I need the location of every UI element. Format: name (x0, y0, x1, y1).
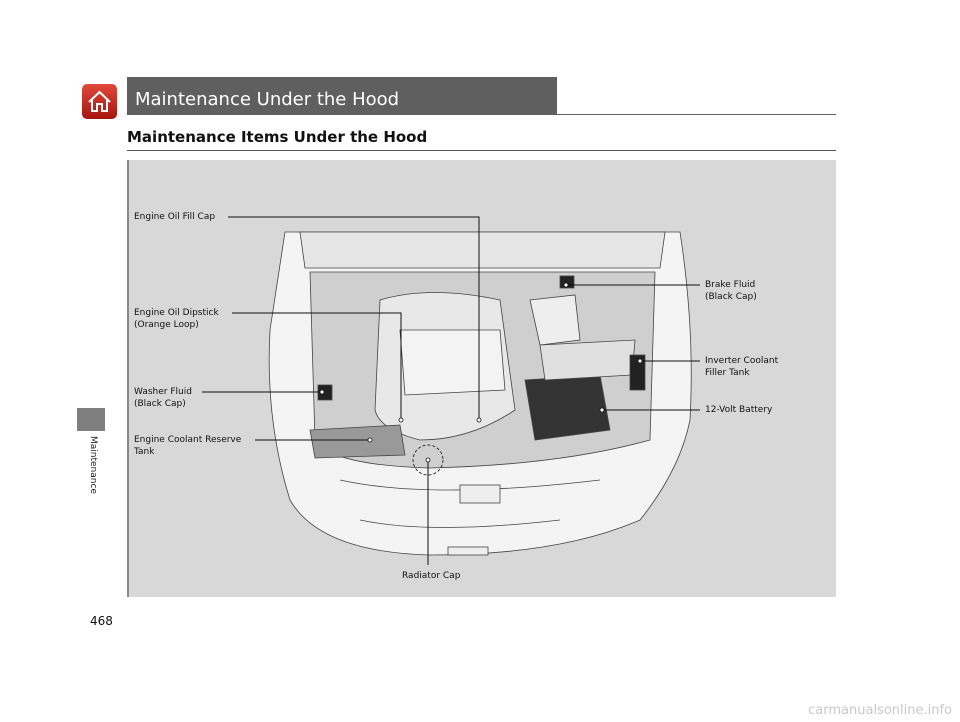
header-rule (127, 114, 836, 115)
label-inverter-coolant: Inverter Coolant Filler Tank (705, 356, 779, 378)
label-12-volt-battery: 12-Volt Battery (705, 405, 773, 415)
label-engine-coolant-reserve: Engine Coolant Reserve Tank (134, 435, 242, 457)
section-rule (127, 150, 836, 151)
label-engine-oil-fill-cap: Engine Oil Fill Cap (134, 212, 216, 222)
side-tab-label: Maintenance (88, 436, 98, 494)
label-washer-fluid: Washer Fluid (Black Cap) (134, 387, 192, 409)
page-number: 468 (90, 614, 113, 628)
engine-bay-figure: Engine Oil Fill Cap Engine Oil Dipstick … (127, 160, 836, 597)
page-title: Maintenance Under the Hood (127, 77, 557, 114)
engine-bay-illustration (202, 216, 700, 565)
section-title: Maintenance Items Under the Hood (127, 128, 428, 146)
label-brake-fluid: Brake Fluid (Black Cap) (705, 280, 757, 302)
home-icon[interactable] (82, 84, 117, 119)
watermark: carmanualsonline.info (808, 703, 952, 718)
label-radiator-cap: Radiator Cap (402, 571, 461, 581)
label-engine-oil-dipstick: Engine Oil Dipstick (Orange Loop) (134, 308, 219, 330)
side-tab-marker[interactable] (77, 408, 105, 431)
